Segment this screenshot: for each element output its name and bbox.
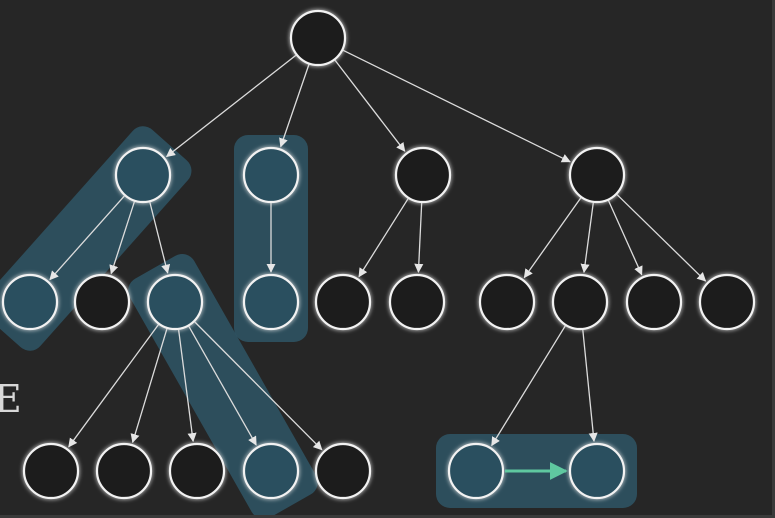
edge-a-a2	[109, 201, 136, 275]
tree-node-a3_1	[22, 442, 80, 500]
tree-node-d2	[551, 273, 609, 331]
edge-d-d3	[607, 200, 643, 276]
edge-root-b	[279, 64, 310, 148]
tree-node-d	[568, 146, 626, 204]
tree-node-b	[242, 146, 300, 204]
edge-c-c2	[414, 202, 424, 273]
edge-root-a	[165, 54, 297, 158]
tree-node-root	[289, 9, 347, 67]
edge-a-a1	[49, 195, 125, 281]
edge-a3-a3_3	[177, 329, 197, 443]
tree-node-a2	[73, 273, 131, 331]
edge-d2-d2_2	[582, 329, 598, 443]
edge-a3-a3_1	[68, 324, 159, 448]
edge-d-d4	[616, 194, 707, 282]
edge-root-d	[342, 49, 571, 163]
tree-node-d3	[625, 273, 683, 331]
tree-node-d2_2	[568, 442, 626, 500]
side-letter: E	[0, 377, 22, 421]
edge-a3-a3_2	[130, 328, 168, 444]
tree-nodes	[1, 9, 756, 500]
tree-node-a1	[1, 273, 59, 331]
tree-node-a3	[146, 273, 204, 331]
tree-node-a3_3	[168, 442, 226, 500]
edge-a-a3	[149, 201, 171, 274]
tree-edges	[49, 49, 707, 451]
edge-d-d2	[580, 202, 594, 274]
tree-node-d2_1	[447, 442, 505, 500]
tree-node-d4	[698, 273, 756, 331]
tree-node-a3_2	[95, 442, 153, 500]
edge-a3-a3_5	[194, 321, 323, 451]
edge-root-c	[334, 59, 406, 152]
edge-d-d1	[523, 197, 582, 279]
tree-node-a	[114, 146, 172, 204]
tree-node-a3_4	[242, 442, 300, 500]
right-divider	[772, 0, 775, 518]
bottom-divider	[0, 515, 775, 518]
tree-node-d1	[478, 273, 536, 331]
tree-node-b1	[242, 273, 300, 331]
tree-node-a3_5	[314, 442, 372, 500]
tree-node-c	[394, 146, 452, 204]
edge-d2-d2_1	[491, 325, 566, 447]
tree-node-c2	[388, 273, 446, 331]
edge-c-c1	[358, 198, 409, 278]
tree-node-c1	[314, 273, 372, 331]
edge-a3-a3_4	[188, 326, 257, 446]
